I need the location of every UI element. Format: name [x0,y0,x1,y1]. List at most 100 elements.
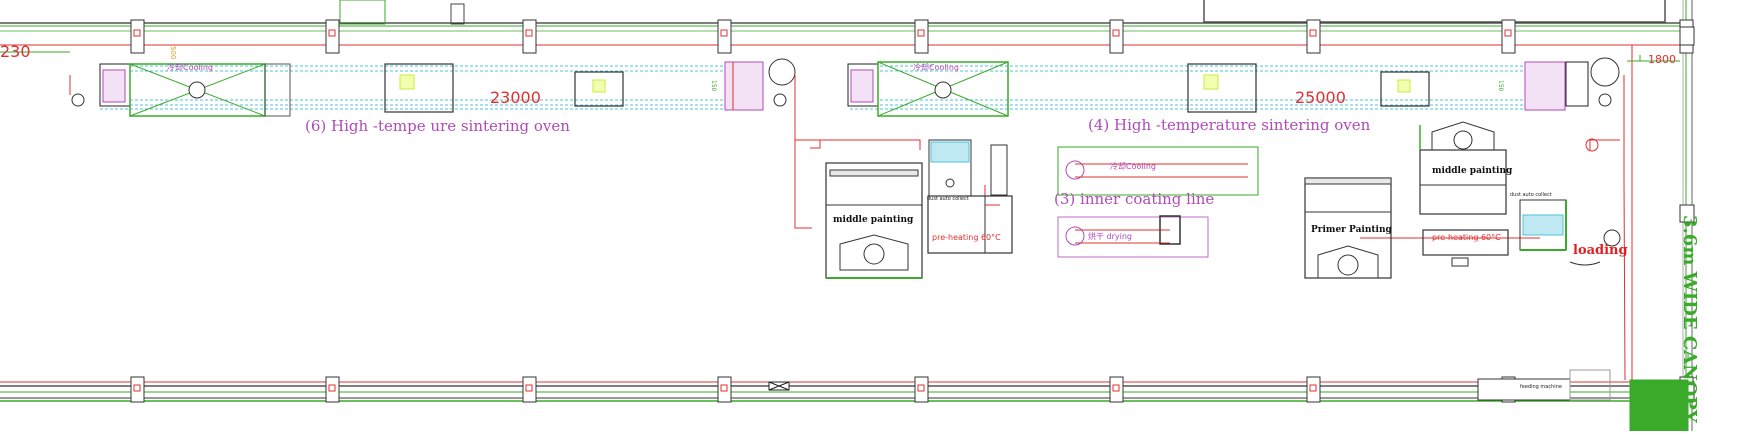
oven6-burner-2 [574,71,624,107]
oven4-burner-1 [1187,63,1257,113]
right-column-top [1679,26,1695,46]
oven4-cooling-zone [877,61,1009,117]
wall-column-bottom-mark [917,384,925,392]
right-column-mid [1679,204,1695,223]
oven6-burner-2-core [592,79,606,93]
wall-column-bottom [130,376,145,403]
dimension-23000: 23000 [490,88,541,107]
primer-painting-booth-bottom [1317,245,1379,279]
red-loop-b [795,139,921,150]
middle-painting-booth-b-hood [1431,121,1495,150]
wall-column-top-mark [1309,29,1317,37]
oven4-burner-2-core [1397,79,1411,93]
oven6-exit-hatch [724,61,764,111]
middle-painting-booth-a-fan [863,243,885,265]
wall-column-bottom-mark [133,384,141,392]
wall-column-top-mark [720,29,728,37]
oven4-burner-1-core [1203,74,1219,90]
wall-column-bottom-mark [1112,384,1120,392]
primer-painting-booth-fan [1337,254,1359,276]
preheating-oven-a-duct [990,144,1008,196]
drying-end-box [1159,215,1181,245]
wall-column-bottom-mark [720,384,728,392]
primer-painting-booth-top [1304,177,1392,185]
drying-label: 烘干 drying [1088,232,1133,241]
wall-column-bottom [1306,376,1321,403]
oven6-end-hatch [102,69,126,103]
cooling-label-b: 冷却Cooling [913,63,959,72]
canopy-label: 3.6m WIDE CANOPY [1679,215,1700,423]
middle-painting-booth-a-bottom [839,234,909,271]
loading-hook [1569,261,1601,266]
wall-column-bottom [1109,376,1124,403]
preheating-oven-b [1422,229,1509,256]
oven6-burner-1 [384,63,454,113]
feeding-machine-label: feeding machine [1520,384,1562,390]
dimension-500: 500 [169,46,177,60]
inner-coating-zone [1057,146,1259,196]
oven6-roller-right [773,93,787,107]
bottom-marker-x2 [768,381,790,391]
preheating-label-a: pre-heating 60°C [932,233,1001,242]
loading-wheel [1603,229,1621,247]
middle-painting-label-a: middle painting [833,215,914,225]
wall-column-top-mark [133,29,141,37]
red-loop-right-2 [1589,139,1620,150]
title-inner-coating-line: (3) inner coating line [1054,190,1215,208]
oven4-burner-2 [1380,71,1430,107]
primer-painting-label: Primer Painting [1311,225,1392,235]
wall-column-bottom [914,376,929,403]
cooling-label-c: 冷却Cooling [1110,162,1156,171]
wall-column-bottom [717,376,732,403]
red-loop-a [794,75,812,229]
oven4-turn-wheel [1590,57,1620,87]
inner-coating-wheel [1065,160,1085,180]
title-oven-6: (6) High -tempe ure sintering oven [305,117,570,135]
middle-painting-booth-b [1419,149,1507,215]
oven4-end-hatch [850,69,874,103]
oven4-exit-hatch [1524,61,1566,111]
middle-painting-label-b: middle painting [1432,166,1513,176]
dust-collector-a-tank [930,141,970,163]
wall-column-bottom [522,376,537,403]
preheating-oven-a-side [984,195,1013,254]
preheating-oven-b-base [1451,257,1469,267]
oven6-turn-wheel [768,58,796,86]
dust-collector-b-tank [1522,214,1564,236]
dimension-230: 230 [0,42,31,61]
dust-collect-label-a: dust auto collect [927,196,969,202]
green-corner-block [1629,379,1689,432]
wall-column-bottom-mark [1309,384,1317,392]
dimension-25000: 25000 [1295,88,1346,107]
wall-column-bottom-mark [525,384,533,392]
loading-label: loading [1573,243,1628,258]
building-frame-top [1203,0,1666,23]
dimension-150-a: 150 [710,80,717,92]
red-loop-right [1623,75,1626,381]
red-loop-c [810,140,821,149]
wall-column-top-mark [525,29,533,37]
top-box-outline [339,0,386,25]
drying-wheel [1065,226,1085,246]
cooling-label-a: 冷却Cooling [167,63,213,72]
dust-collector-a-wheel [945,178,955,188]
wall-column-top-mark [1504,29,1512,37]
drying-zone [1057,216,1209,258]
loading-sensor [1585,138,1599,152]
oven6-roller-left [71,93,85,107]
wall-column-bottom-mark [328,384,336,392]
title-oven-4: (4) High -temperature sintering oven [1088,116,1371,134]
oven4-roller-right [1598,93,1612,107]
dust-collect-label-b: dust auto collect [1510,192,1552,198]
oven6-burner-1-core [399,74,415,90]
dimension-150-b: 150 [1497,80,1504,92]
wall-column-top-mark [1112,29,1120,37]
preheating-label-b: pre-heating 60°C [1432,233,1501,242]
oven6-fan [188,81,206,99]
top-small-box [450,3,465,25]
wall-column-top-mark [917,29,925,37]
feeding-machine-box-2 [1569,369,1611,401]
oven4-fan [934,81,952,99]
